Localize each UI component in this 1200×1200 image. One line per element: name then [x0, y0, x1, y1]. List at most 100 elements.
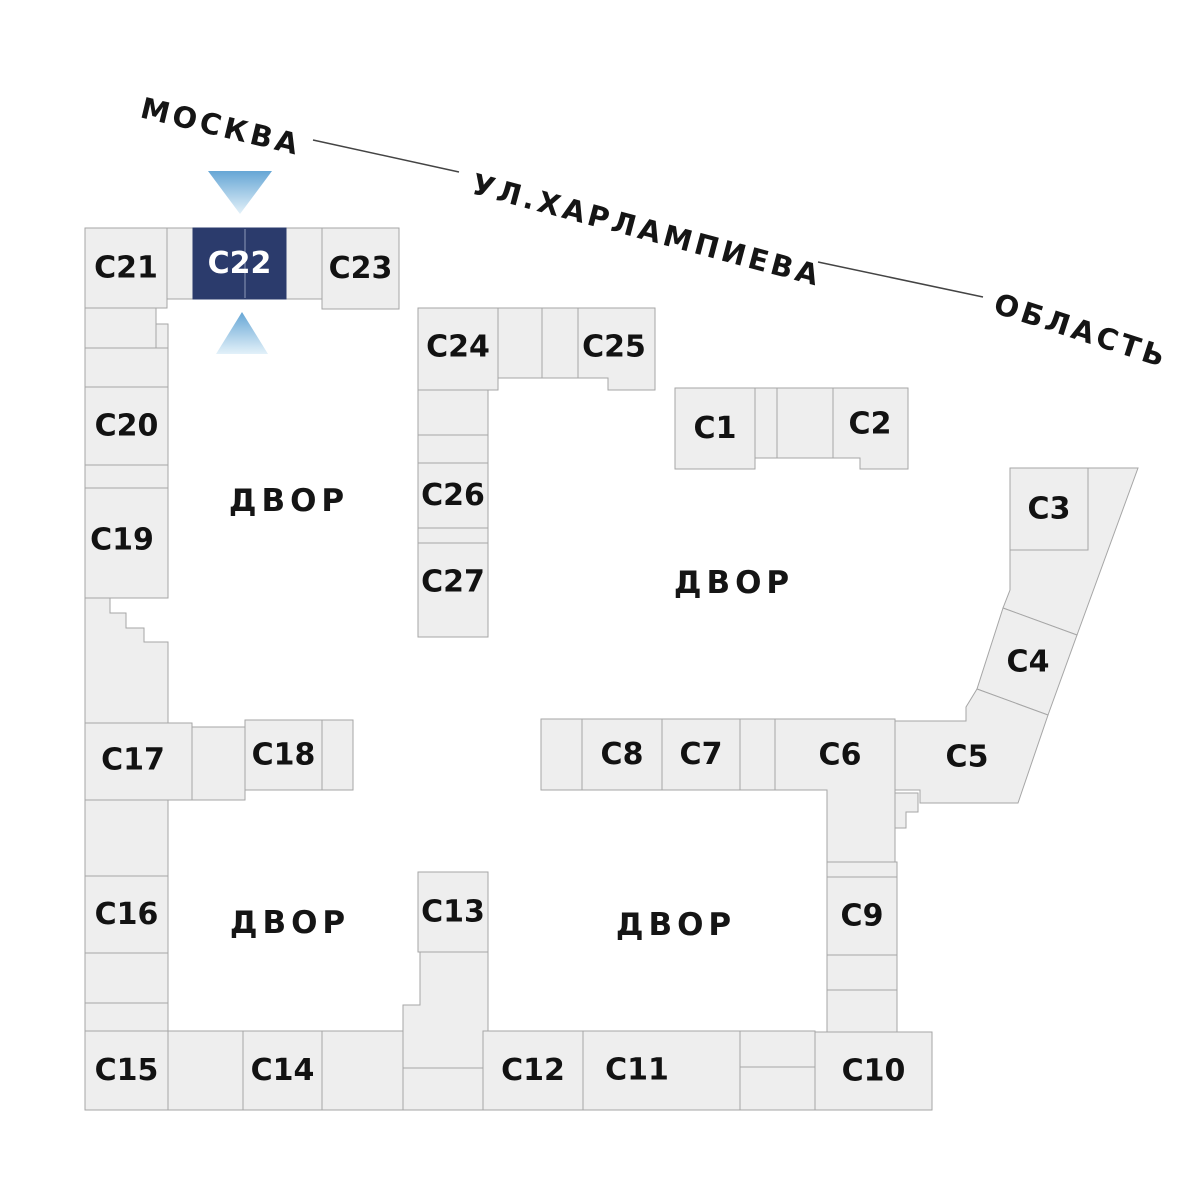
building-section [191, 726, 246, 801]
building-section [541, 307, 579, 379]
building-c20[interactable]: С20 [84, 386, 169, 466]
building-c21-shape[interactable] [84, 227, 168, 309]
building-c5-shape[interactable] [894, 688, 1049, 804]
building-section [84, 1002, 169, 1032]
building-c15[interactable]: С15 [84, 1030, 169, 1111]
building-c16-shape[interactable] [84, 875, 169, 954]
building-c26[interactable]: С26 [417, 462, 489, 529]
building-section [84, 952, 169, 1004]
building-c7-shape[interactable] [661, 718, 741, 791]
building-c3[interactable]: С3 [1009, 467, 1089, 551]
building-c25-shape[interactable] [577, 307, 656, 391]
street-connector-line [817, 261, 984, 298]
building-c17[interactable]: С17 [84, 722, 193, 801]
building-c6[interactable]: С6 [774, 718, 896, 863]
building-c24-shape[interactable] [417, 307, 499, 391]
building-c21[interactable]: С21 [84, 227, 168, 309]
building-c10-shape[interactable] [814, 1031, 933, 1111]
building-c12-shape[interactable] [482, 1030, 584, 1111]
building-c27-label: С27 [421, 565, 485, 600]
building-section [402, 951, 489, 1069]
building-c11-shape[interactable] [582, 1030, 741, 1111]
building-c8[interactable]: С8 [581, 718, 663, 791]
building-c7[interactable]: С7 [661, 718, 741, 791]
building-c20-shape[interactable] [84, 386, 169, 466]
building-c6-shape[interactable] [774, 718, 896, 863]
building-c23-shape[interactable] [321, 227, 400, 310]
building-c2-shape[interactable] [832, 387, 909, 470]
courtyard-label: ДВОР [229, 483, 349, 519]
building-c16[interactable]: С16 [84, 875, 169, 954]
building-c27-shape[interactable] [417, 542, 489, 638]
building-c13[interactable]: С13 [417, 871, 489, 953]
building-c13-label: С13 [421, 895, 485, 930]
building-c27[interactable]: С27 [417, 542, 489, 638]
building-section [540, 718, 583, 791]
building-c25-label: С25 [582, 330, 646, 365]
building-section [285, 227, 323, 300]
building-section [739, 1066, 816, 1111]
courtyard-label: ДВОР [230, 905, 350, 941]
building-c8-shape[interactable] [581, 718, 663, 791]
building-c22-shape[interactable] [192, 227, 287, 300]
building-c3-shape[interactable] [1009, 467, 1089, 551]
building-c19[interactable]: С19 [84, 487, 169, 599]
building-section [776, 387, 834, 459]
building-c7-label: С7 [680, 737, 723, 772]
building-c2[interactable]: С2 [832, 387, 909, 470]
building-c24-label: С24 [426, 330, 490, 365]
building-sections [84, 227, 1139, 1111]
building-c15-label: С15 [95, 1053, 159, 1088]
building-c15-shape[interactable] [84, 1030, 169, 1111]
building-section [84, 799, 169, 877]
building-c17-label: С17 [101, 743, 165, 778]
building-c5[interactable]: С5 [894, 688, 1049, 804]
building-section [321, 719, 354, 791]
building-c18-shape[interactable] [244, 719, 323, 791]
building-section [826, 989, 898, 1033]
building-section [321, 1030, 404, 1111]
building-c22[interactable]: С22 [192, 227, 287, 300]
building-c26-label: С26 [421, 478, 485, 513]
building-c1[interactable]: С1 [674, 387, 756, 470]
building-c10[interactable]: С10 [814, 1031, 933, 1111]
building-c12[interactable]: С12 [482, 1030, 584, 1111]
building-c24[interactable]: С24 [417, 307, 499, 391]
building-section [417, 389, 489, 436]
building-section [84, 307, 157, 349]
courtyard-label: ДВОР [616, 907, 736, 943]
building-c9-shape[interactable] [826, 876, 898, 956]
building-c1-shape[interactable] [674, 387, 756, 470]
building-section [402, 1067, 484, 1111]
building-c4-label: С4 [1007, 645, 1050, 680]
building-section [84, 464, 169, 489]
building-section [84, 347, 169, 388]
building-c14-shape[interactable] [242, 1030, 323, 1111]
building-section [826, 861, 898, 878]
street-name-label: УЛ.ХАРЛАМПИЕВА [468, 167, 825, 293]
building-c11[interactable]: С11 [582, 1030, 741, 1111]
building-c6-label: С6 [819, 738, 862, 773]
building-c19-shape[interactable] [84, 487, 169, 599]
moscow-direction-label: МОСКВА [137, 91, 304, 162]
building-c25[interactable]: С25 [577, 307, 656, 391]
building-c9[interactable]: С9 [826, 876, 898, 956]
entry-arrow-up-icon [216, 312, 268, 354]
building-c3-label: С3 [1028, 492, 1071, 527]
building-section [417, 527, 489, 544]
building-c18[interactable]: С18 [244, 719, 323, 791]
building-c23[interactable]: С23 [321, 227, 400, 310]
building-section [826, 954, 898, 991]
building-section [497, 307, 543, 379]
building-c26-shape[interactable] [417, 462, 489, 529]
building-c17-shape[interactable] [84, 722, 193, 801]
building-c13-shape[interactable] [417, 871, 489, 953]
building-section [84, 597, 169, 724]
building-c2-label: С2 [849, 407, 892, 442]
street-connector-line [312, 139, 460, 173]
building-section [739, 1030, 816, 1068]
building-c14[interactable]: С14 [242, 1030, 323, 1111]
